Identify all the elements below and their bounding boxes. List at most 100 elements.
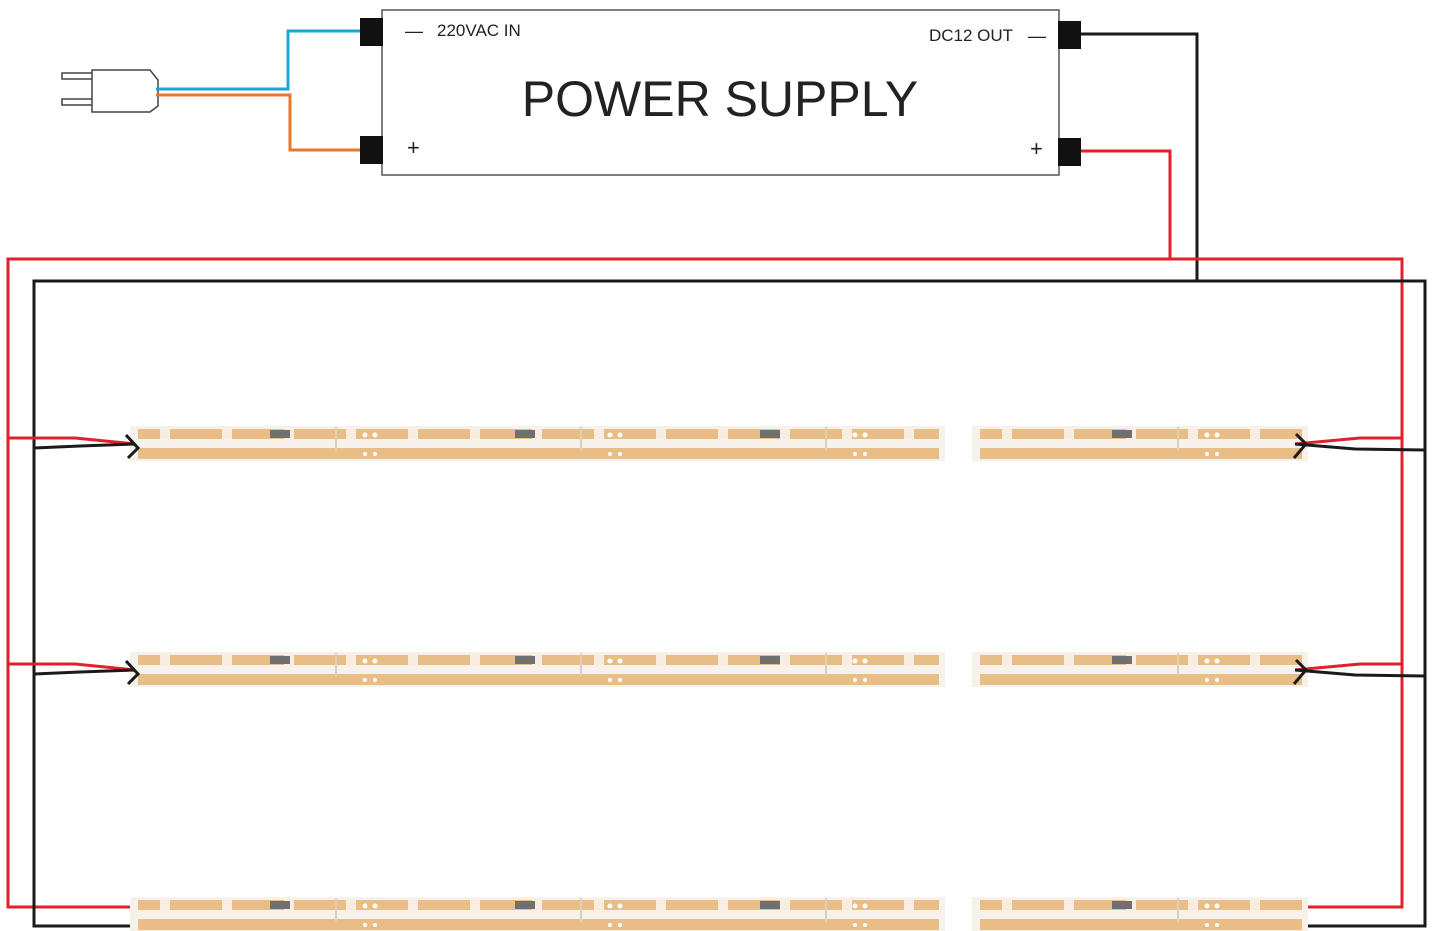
strip-pad [1064,429,1074,439]
strip-pad [718,655,728,665]
led-strips [8,426,1426,931]
cut-mark [1177,898,1179,922]
solder-point [863,923,867,927]
output-label: DC12 OUT [929,26,1013,45]
branch-positive-left [8,436,136,446]
solder-point [608,923,612,927]
solder-point [853,452,857,456]
strip-bottom-trace [980,448,1302,459]
output-minus-symbol: — [1028,26,1046,46]
cut-mark [1177,653,1179,677]
solder-point [1214,658,1220,664]
strip-pad [1002,655,1012,665]
solder-point [372,903,378,909]
branch-positive-right [1294,662,1402,672]
solder-point [618,678,622,682]
strip-pad [656,429,666,439]
solder-point [607,658,613,664]
power-supply: — 220VAC IN + DC12 OUT — + POWER SUPPLY [360,9,1081,176]
strip-pad [408,429,418,439]
solder-point [617,903,623,909]
strip-top-trace [980,900,1302,910]
led-chip [1112,656,1132,664]
ac-terminal-negative [360,18,383,46]
input-label: 220VAC IN [437,21,521,40]
led-strip-row3-segment-2 [972,897,1308,931]
strip-pad [594,900,604,910]
positive-bus-loop [6,257,1404,909]
led-chip [515,430,535,438]
solder-point [863,452,867,456]
strip-pad [780,655,790,665]
led-chip [1112,430,1132,438]
strip-pad [718,900,728,910]
strip-bottom-trace [138,919,939,930]
strip-pad [718,429,728,439]
input-plus-symbol: + [407,135,420,160]
branch-negative-right [1292,432,1426,459]
strip-pad [222,900,232,910]
branch-wires-row2 [8,658,1426,686]
strip-bottom-trace [138,674,939,685]
solder-point [372,432,378,438]
strip-pad [1188,655,1198,665]
strip-pad [780,429,790,439]
solder-point [1205,923,1209,927]
dc-negative-feed-wire [1080,32,1199,281]
solder-point [608,452,612,456]
negative-bus-loop [32,279,1427,928]
led-chip [515,656,535,664]
strip-pad [1002,429,1012,439]
solder-point [1214,432,1220,438]
branch-wires-row1 [8,432,1426,460]
branch-negative-left [33,659,141,686]
led-strip-row3-segment-1 [130,897,945,931]
solder-point [1204,432,1210,438]
strip-pad [842,900,852,910]
strip-pad [532,900,542,910]
strip-bottom-trace [980,674,1302,685]
strip-pad [470,900,480,910]
solder-point [1215,452,1219,456]
strip-pad [656,655,666,665]
strip-pad [532,655,542,665]
cut-mark [1177,427,1179,451]
strip-pad [470,655,480,665]
strip-pad [842,429,852,439]
output-plus-symbol: + [1030,136,1043,161]
cut-mark [335,898,337,922]
strip-pad [1250,900,1260,910]
strip-pad [1188,900,1198,910]
strip-pad [408,900,418,910]
cut-mark [580,653,582,677]
strip-pad [532,429,542,439]
led-chip [760,901,780,909]
solder-point [362,432,368,438]
solder-point [373,452,377,456]
strip-pad [160,900,170,910]
strip-pad [904,655,914,665]
dc-positive-feed-wire [1080,149,1172,259]
solder-point [1215,923,1219,927]
solder-point [863,678,867,682]
strip-pad [594,655,604,665]
solder-point [618,923,622,927]
solder-point [1215,678,1219,682]
solder-point [373,678,377,682]
cut-mark [825,427,827,451]
strip-pad [780,900,790,910]
input-minus-symbol: — [405,21,423,41]
cut-mark [335,427,337,451]
strip-pad [346,655,356,665]
solder-point [852,432,858,438]
led-strip-row1-segment-1 [130,426,945,461]
power-supply-title: POWER SUPPLY [522,71,918,127]
solder-point [618,452,622,456]
solder-point [862,432,868,438]
solder-point [363,452,367,456]
strip-top-trace [980,429,1302,439]
solder-point [617,432,623,438]
strip-pad [1064,900,1074,910]
branch-negative-right [1292,658,1426,685]
